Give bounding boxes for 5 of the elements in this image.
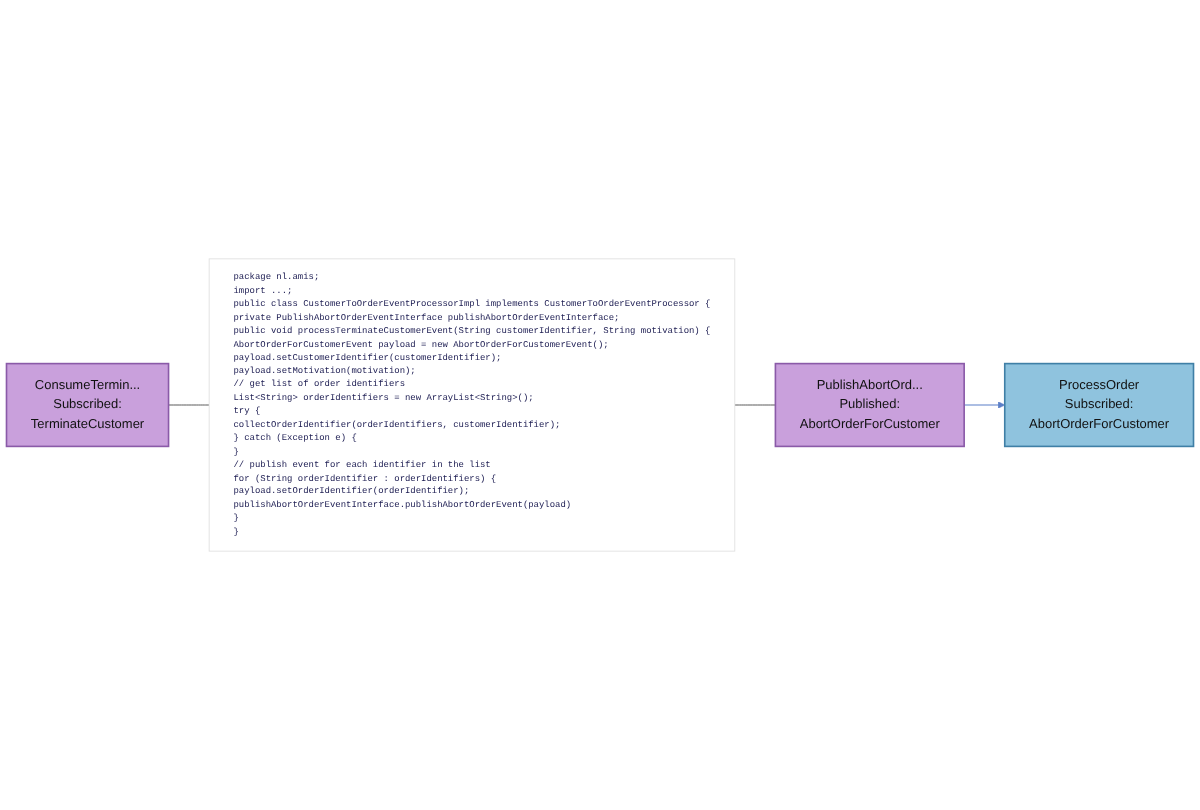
node-box bbox=[774, 362, 965, 448]
node-box bbox=[5, 362, 170, 448]
node-box bbox=[208, 258, 736, 552]
node-box bbox=[1003, 362, 1195, 448]
arrow bbox=[963, 401, 1006, 409]
